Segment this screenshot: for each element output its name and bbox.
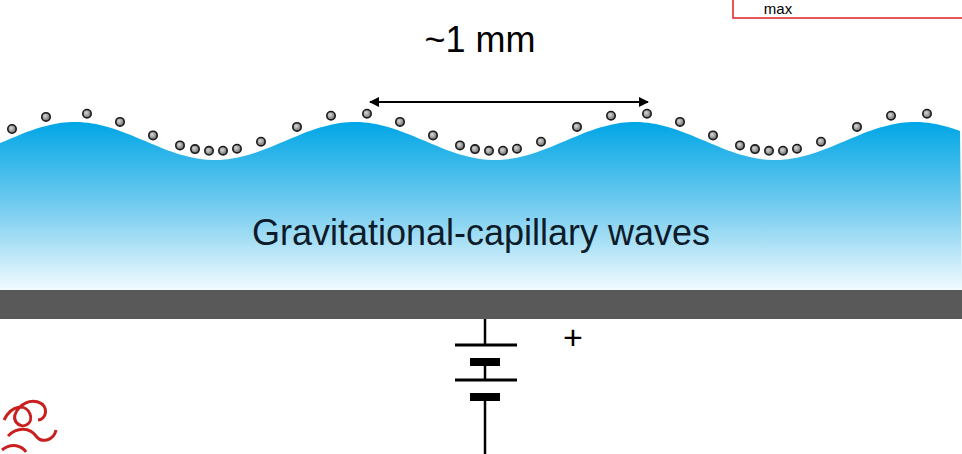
electron-dot	[83, 110, 91, 118]
logo	[2, 401, 56, 452]
electron-dot	[429, 131, 437, 139]
electron-dot	[817, 138, 825, 146]
electron-dot	[456, 141, 464, 149]
electron-dot	[327, 112, 335, 120]
liquid-band: Gravitational-capillary waves	[0, 190, 962, 280]
electron-dot	[513, 145, 521, 153]
electron-dot	[853, 123, 861, 131]
note-box	[733, 0, 962, 18]
electron-dot	[233, 145, 241, 153]
electron-dot	[887, 112, 895, 120]
electron-dot	[219, 147, 227, 155]
polarity-sign: +	[563, 320, 583, 354]
electron-dot	[676, 118, 684, 126]
electron-dot	[149, 131, 157, 139]
dimension-arrow	[370, 101, 648, 103]
note-text: max	[764, 1, 792, 16]
electron-dot	[471, 145, 479, 153]
electron-dot	[8, 125, 16, 133]
dimension-label: ~1 mm	[424, 22, 535, 58]
electron-dot	[485, 147, 493, 155]
electron-dot	[42, 113, 50, 121]
electron-dot	[793, 145, 801, 153]
electron-dot	[765, 147, 773, 155]
electron-dot	[923, 110, 931, 118]
electron-dots	[8, 110, 931, 156]
liquid-layer	[0, 122, 962, 290]
electron-dot	[205, 147, 213, 155]
electron-dot	[191, 145, 199, 153]
liquid-label: Gravitational-capillary waves	[0, 190, 962, 254]
electron-dot	[537, 138, 545, 146]
electron-dot	[779, 147, 787, 155]
electrode-plate	[0, 290, 962, 319]
electron-dot	[643, 110, 651, 118]
electron-dot	[736, 141, 744, 149]
electron-dot	[257, 138, 265, 146]
electron-dot	[573, 123, 581, 131]
electron-dot	[116, 118, 124, 126]
electron-dot	[176, 141, 184, 149]
electron-dot	[607, 112, 615, 120]
electron-dot	[709, 131, 717, 139]
battery-symbol	[455, 319, 517, 454]
electron-dot	[363, 110, 371, 118]
electron-dot	[293, 123, 301, 131]
electron-dot	[499, 147, 507, 155]
electron-dot	[751, 145, 759, 153]
electron-dot	[396, 118, 404, 126]
